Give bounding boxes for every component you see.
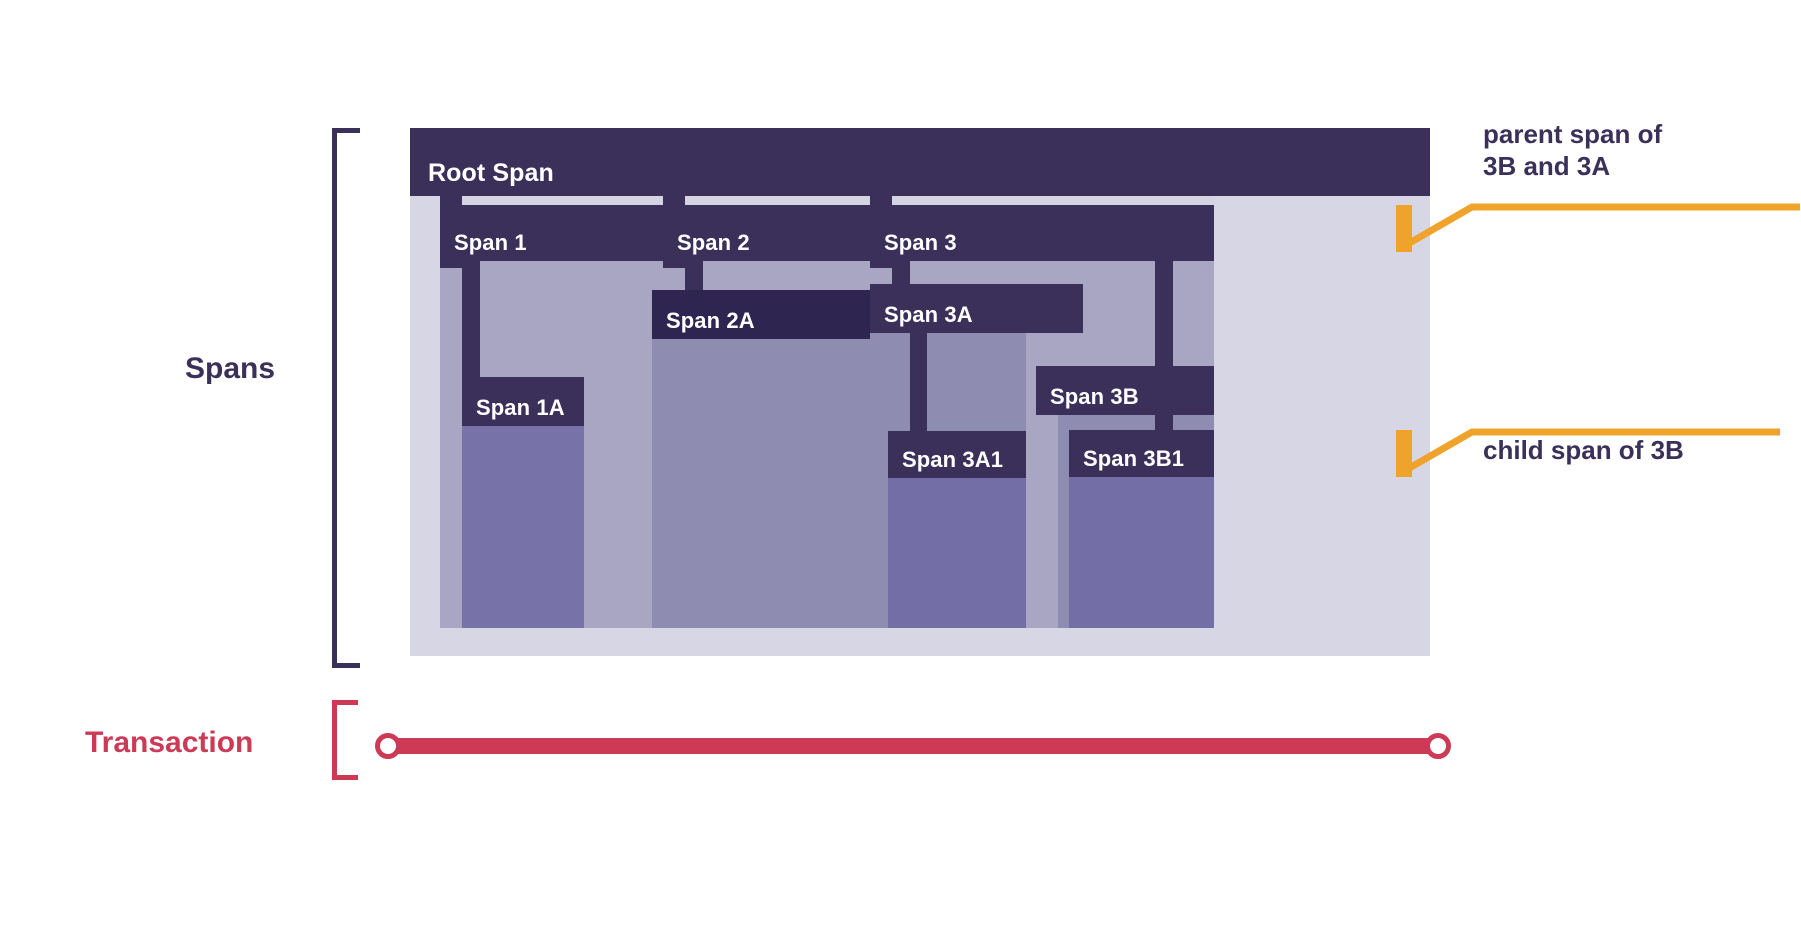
span3b1-body	[1069, 471, 1214, 628]
span-bar-s1a[interactable]: Span 1A	[462, 377, 584, 426]
transaction-bar[interactable]	[385, 738, 1445, 754]
connector-s3-to-s3b	[1155, 261, 1173, 386]
child-callout-text: child span of 3B	[1483, 435, 1684, 465]
spans-bracket	[332, 128, 360, 668]
span-bar-s3b[interactable]: Span 3B	[1036, 366, 1214, 415]
span-label-s1: Span 1	[454, 230, 527, 255]
span1a-body	[462, 411, 584, 628]
span3a1-body	[888, 466, 1026, 628]
span-label-s3b1: Span 3B1	[1083, 446, 1185, 471]
connector-s1-to-s1a	[462, 261, 480, 411]
span-bar-s3b1[interactable]: Span 3B1	[1069, 430, 1214, 477]
transaction-section-label: Transaction	[85, 726, 254, 759]
span-label-s3b: Span 3B	[1050, 384, 1139, 409]
span-label-s3a: Span 3A	[884, 302, 973, 327]
span-bar-s3[interactable]: Span 3	[870, 205, 1214, 261]
span-bar-s2[interactable]: Span 2	[663, 205, 903, 261]
span-bar-s2a[interactable]: Span 2A	[652, 290, 903, 339]
span-label-s1a: Span 1A	[476, 395, 565, 420]
span-bar-s3a[interactable]: Span 3A	[870, 284, 1083, 333]
spans-section-label: Spans	[185, 352, 276, 385]
span-label-s2a: Span 2A	[666, 308, 755, 333]
child-callout-leader	[1404, 428, 1780, 474]
transaction-end-dot[interactable]	[1425, 733, 1451, 759]
transaction-bracket	[332, 700, 358, 780]
span-bar-s3a1[interactable]: Span 3A1	[888, 431, 1026, 478]
parent-callout-leader	[1404, 203, 1800, 249]
parent-callout-text: parent span of 3B and 3A	[1483, 119, 1663, 182]
span-bar-root[interactable]: Root Span	[410, 128, 1430, 196]
span-label-root: Root Span	[428, 159, 554, 187]
connector-s3a-to-s3a1	[910, 332, 927, 436]
span-label-s3: Span 3	[884, 230, 957, 255]
span-label-s3a1: Span 3A1	[902, 447, 1004, 472]
transaction-start-dot[interactable]	[375, 733, 401, 759]
span-label-s2: Span 2	[677, 230, 750, 255]
span2a-body	[652, 332, 903, 628]
